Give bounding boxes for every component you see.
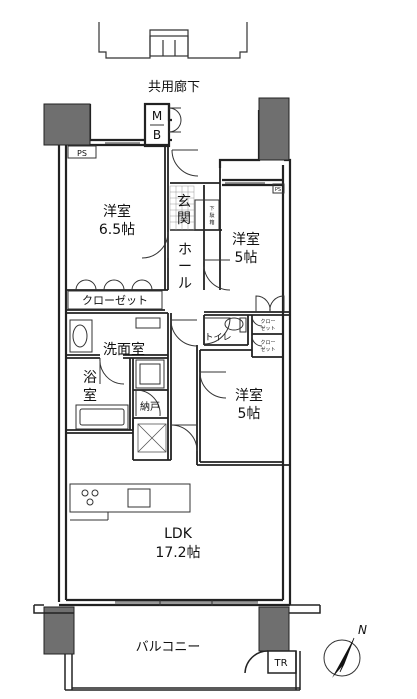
washroom-label: 洗面室	[103, 341, 145, 358]
toilet-label: トイレ	[204, 333, 231, 343]
balcony-structure	[33, 604, 321, 691]
hall-1: ホ	[178, 242, 192, 258]
bedroom2-size: 5帖	[235, 250, 258, 266]
mb-doors	[150, 107, 182, 133]
bedroom1-size: 6.5帖	[99, 222, 135, 238]
bedroom1-name: 洋室	[103, 203, 131, 220]
washroom-fixtures	[69, 317, 165, 389]
corridor-structure	[98, 22, 248, 59]
hall-2: ー	[178, 259, 192, 275]
hall-3: ル	[178, 276, 192, 292]
closet-small-2-a: クロー	[260, 340, 275, 346]
closet-label: クローゼット	[82, 294, 148, 307]
bedroom3-name: 洋室	[235, 387, 263, 404]
mb-label-m: M	[152, 109, 162, 123]
windows-top	[105, 142, 265, 184]
storage-box	[137, 423, 167, 453]
ps-right-label: PS	[275, 187, 281, 193]
mb-label-b: B	[153, 128, 161, 142]
windows-ldk	[115, 600, 258, 606]
north-label: N	[358, 623, 367, 637]
closet-small-1-b: ゼット	[260, 325, 275, 332]
closet-label-box	[67, 290, 163, 310]
entrance-2: 関	[177, 211, 191, 227]
ldk-size: 17.2帖	[155, 545, 200, 561]
bathroom-2: 室	[83, 387, 97, 404]
ldk-name: LDK	[164, 526, 193, 542]
entrance-1: 玄	[177, 193, 191, 210]
shoe-storage	[194, 199, 220, 231]
bedroom2-name: 洋室	[232, 231, 260, 248]
toilet-fixture	[224, 317, 247, 333]
bathroom-1: 浴	[83, 370, 97, 386]
shoe-storage-2: 駄	[209, 212, 214, 219]
columns	[43, 97, 290, 655]
tr-label: TR	[273, 658, 287, 669]
ps-boxes	[67, 145, 285, 194]
ps-left-label: PS	[77, 149, 87, 158]
common-corridor-label: 共用廊下	[148, 79, 200, 95]
bathtub	[75, 404, 129, 430]
bedroom3-size: 5帖	[238, 406, 261, 422]
shoe-storage-1: 下	[209, 206, 214, 212]
closet-small-1-a: クロー	[260, 319, 275, 325]
closet-small-2-b: ゼット	[260, 346, 275, 353]
storage-label: 納戸	[140, 400, 160, 413]
north-arrow-icon: N	[323, 623, 367, 678]
kitchen-counter	[69, 483, 191, 521]
shoe-storage-3: 箱	[209, 219, 214, 226]
entrance-tiles	[169, 185, 195, 231]
balcony-label: バルコニー	[136, 640, 201, 655]
